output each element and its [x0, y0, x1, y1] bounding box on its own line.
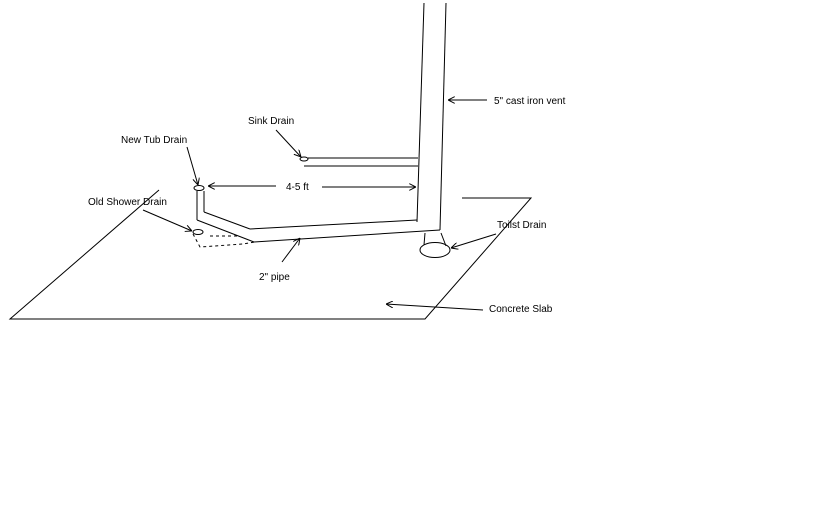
pipe-label: 2" pipe	[259, 272, 290, 283]
concrete-slab-outline	[8, 189, 533, 320]
slab-arrow	[386, 304, 484, 311]
toilet-drain-label: Toilst Drain	[497, 220, 546, 231]
pipe-arrow	[281, 238, 300, 263]
sink-drain-pipe	[299, 156, 418, 167]
vent-stack	[416, 2, 447, 231]
old-shower-drain-arrow	[142, 209, 192, 231]
new-tub-drain-arrow	[186, 146, 198, 185]
toilet-drain-arrow	[451, 233, 497, 248]
sink-drain-arrow	[275, 129, 301, 157]
slab-label: Concrete Slab	[489, 304, 553, 315]
vent-label: 5" cast iron vent	[494, 96, 566, 107]
sink-drain-label: Sink Drain	[248, 116, 294, 127]
toilet-drain	[419, 232, 451, 258]
new-tub-drain-label: New Tub Drain	[121, 135, 187, 146]
distance-label: 4-5 ft	[286, 182, 309, 193]
old-shower-drain-label: Old Shower Drain	[88, 197, 167, 208]
tub-drain-pipe	[193, 185, 441, 243]
old-shower-drain	[192, 229, 256, 248]
